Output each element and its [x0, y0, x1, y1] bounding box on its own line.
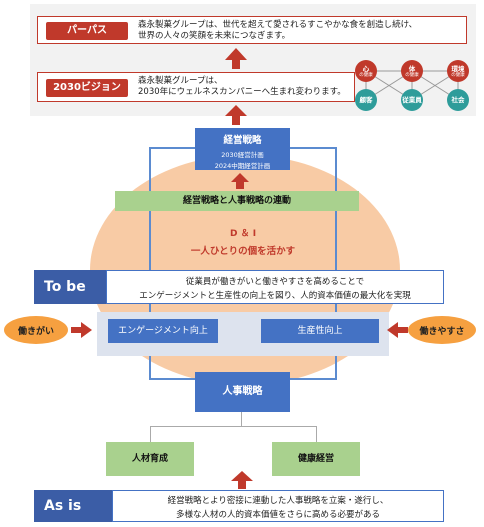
up-arrow-icon: [225, 48, 247, 69]
left-arrow-icon: [387, 322, 408, 338]
circle-society: 社会: [447, 89, 469, 111]
comfort-oval: 働きやすさ: [408, 316, 476, 344]
motivation-oval: 働きがい: [4, 316, 68, 344]
top-left-connector-line: [149, 147, 195, 149]
circle-body-sub: の健康: [405, 72, 419, 78]
tree-stem-line: [241, 412, 242, 426]
circle-employee: 従業員: [401, 89, 423, 111]
purpose-box: パーパス 森永製菓グループは、世代を超えて愛されるすこやかな食を創造し続け、 世…: [37, 16, 467, 44]
hr-strategy-box: 人事戦略: [195, 372, 290, 412]
circle-customer: 顧客: [355, 89, 377, 111]
up-arrow-icon: [231, 173, 249, 189]
strategy-box: 経営戦略 2030経営計画 2024中期経営計画: [195, 128, 290, 170]
to-be-box: 従業員が働きがいと働きやすさを高めることで エンゲージメントと生産性の向上を図り…: [106, 270, 444, 304]
dei-subtitle: 一人ひとりの個を活かす: [190, 246, 296, 257]
purpose-label: パーパス: [46, 22, 128, 40]
vision-text-line2: 2030年にウェルネスカンパニーへ生まれ変わります。: [138, 87, 346, 97]
circle-mind-sub: の健康: [359, 72, 373, 78]
to-be-line1: 従業員が働きがいと働きやすさを高めることで: [185, 277, 365, 287]
to-be-label: To be: [34, 270, 106, 304]
linkage-bar: 経営戦略と人事戦略の連動: [115, 191, 359, 211]
right-connector-line: [335, 147, 337, 380]
as-is-box: 経営戦略とより密接に連動した人事戦略を立案・遂行し、 多様な人材の人的資本価値を…: [112, 490, 444, 522]
strategy-line2: 2024中期経営計画: [214, 162, 271, 170]
vision-label: 2030ビジョン: [46, 79, 128, 97]
top-right-connector-line: [290, 147, 337, 149]
circle-body-title: 体: [408, 64, 416, 73]
purpose-text-line2: 世界の人々の笑顔を未来につなぎます。: [138, 31, 291, 41]
bottom-left-connector-line: [149, 378, 195, 380]
strategy-title: 経営戦略: [223, 135, 262, 146]
circle-environment-sub: の健康: [451, 72, 465, 78]
circle-environment: 環境 の健康: [447, 60, 469, 82]
tree-left-line: [150, 426, 151, 442]
right-arrow-icon: [71, 322, 92, 338]
engagement-box: エンゲージメント向上: [108, 319, 218, 343]
up-arrow-icon: [231, 471, 253, 489]
dei-title: D ＆ I: [229, 229, 257, 239]
circle-customer-title: 顧客: [359, 96, 373, 104]
purpose-text-line1: 森永製菓グループは、世代を超えて愛されるすこやかな食を創造し続け、: [138, 20, 418, 30]
tree-right-line: [316, 426, 317, 442]
circle-mind-title: 心: [362, 64, 370, 73]
circle-society-title: 社会: [451, 96, 465, 104]
health-box: 健康経営: [272, 442, 360, 476]
as-is-line2: 多様な人材の人的資本価値をさらに高める必要がある: [175, 510, 380, 520]
circle-environment-title: 環境: [451, 64, 465, 73]
strategy-line1: 2030経営計画: [221, 151, 264, 159]
as-is-label: As is: [34, 490, 112, 522]
vision-box: 2030ビジョン 森永製菓グループは、 2030年にウェルネスカンパニーへ生まれ…: [37, 72, 355, 102]
circle-body: 体 の健康: [401, 60, 423, 82]
vision-text-line1: 森永製菓グループは、: [138, 76, 223, 86]
to-be-line2: エンゲージメントと生産性の向上を図り、人的資本価値の最大化を実現: [139, 291, 411, 301]
left-connector-line: [149, 147, 151, 380]
circle-employee-title: 従業員: [402, 96, 422, 104]
tree-branch-line: [150, 426, 316, 427]
up-arrow-icon: [225, 105, 247, 125]
as-is-line1: 経営戦略とより密接に連動した人事戦略を立案・遂行し、: [167, 496, 389, 506]
bottom-right-connector-line: [290, 378, 337, 380]
talent-box: 人材育成: [106, 442, 194, 476]
circle-mind: 心 の健康: [355, 60, 377, 82]
productivity-box: 生産性向上: [261, 319, 379, 343]
